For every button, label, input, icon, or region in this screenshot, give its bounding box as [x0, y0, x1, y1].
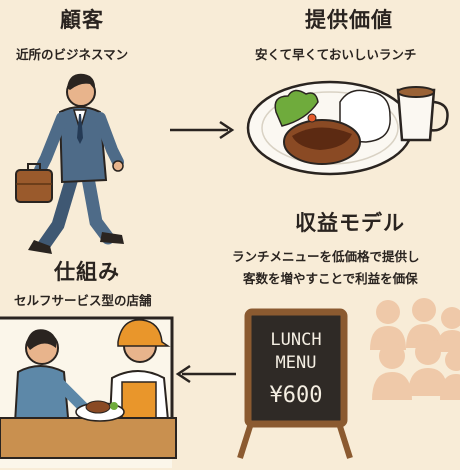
menu-price: ¥600 — [270, 383, 323, 408]
menu-line2: MENU — [276, 353, 317, 373]
crowd-icon — [370, 298, 460, 400]
businessman-icon — [28, 73, 124, 254]
revenue-desc-line1: ランチメニューを低価格で提供し — [232, 249, 420, 264]
value-title: 提供価値 — [305, 8, 393, 32]
menu-line1: LUNCH — [270, 330, 321, 350]
value-desc: 安くて早くておいしいランチ — [255, 47, 417, 62]
mechanism-title: 仕組み — [54, 260, 120, 284]
arrow-revenue-to-mechanism — [175, 364, 236, 384]
revenue-desc-line2: 客数を増やすことで利益を価保 — [243, 271, 418, 286]
menu-board-icon: LUNCH MENU ¥600 — [237, 308, 353, 459]
revenue-title: 収益モデル — [295, 211, 405, 235]
coffee-cup-icon — [396, 86, 449, 142]
counter-scene-icon — [0, 316, 177, 468]
lunch-plate-icon — [246, 80, 414, 176]
mechanism-desc: セルフサービス型の店舗 — [14, 293, 152, 308]
briefcase-icon — [15, 163, 53, 203]
customer-title: 顧客 — [60, 8, 104, 32]
arrow-customer-to-value — [170, 120, 235, 140]
customer-desc: 近所のビジネスマン — [16, 47, 129, 62]
